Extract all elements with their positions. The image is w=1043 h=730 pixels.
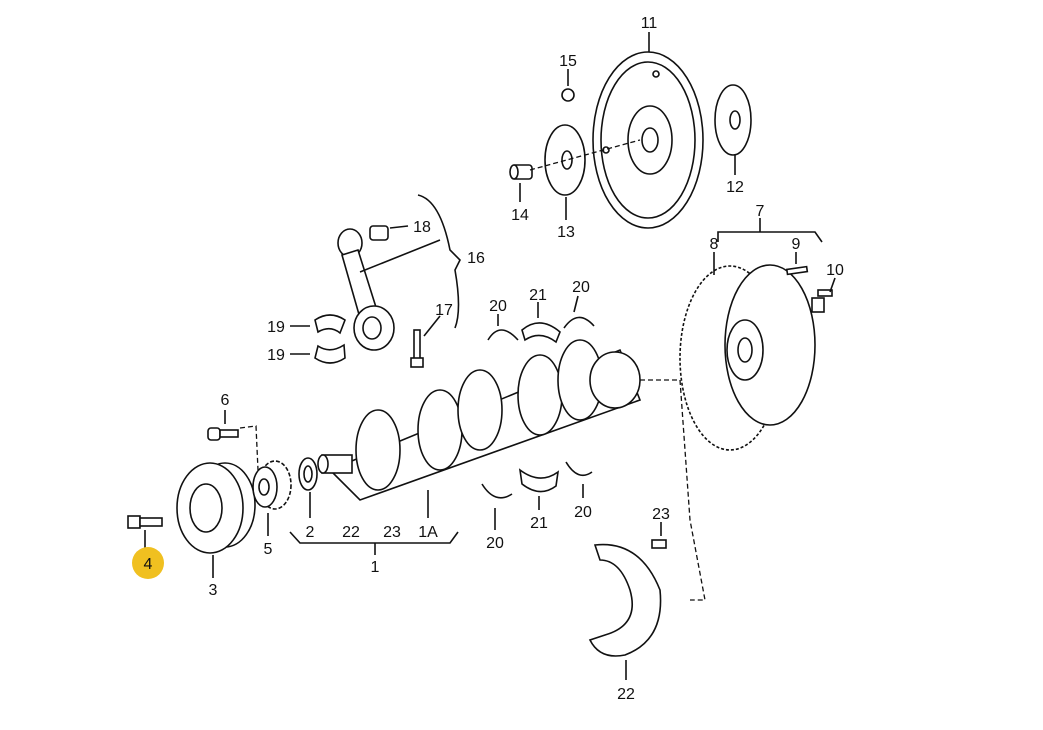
label-7[interactable]: 7 xyxy=(756,203,765,220)
label-5[interactable]: 5 xyxy=(264,541,273,558)
highlight-marker xyxy=(132,547,164,579)
crankshaft-1[interactable] xyxy=(317,339,642,501)
label-14[interactable]: 14 xyxy=(511,207,529,224)
pin-9[interactable] xyxy=(785,265,809,276)
bolt-6[interactable] xyxy=(207,427,239,441)
label-12[interactable]: 12 xyxy=(726,179,744,196)
label-8[interactable]: 8 xyxy=(710,236,719,253)
label-22[interactable]: 22 xyxy=(617,686,635,703)
label-3[interactable]: 3 xyxy=(209,582,218,599)
bolt-23[interactable] xyxy=(651,539,667,549)
thrust-washer-20c[interactable] xyxy=(565,461,593,477)
label-18[interactable]: 18 xyxy=(413,219,431,236)
label-19[interactable]: 19 xyxy=(267,347,285,364)
label-22[interactable]: 22 xyxy=(342,524,360,541)
label-19[interactable]: 19 xyxy=(267,319,285,336)
label-21[interactable]: 21 xyxy=(530,515,548,532)
label-4[interactable]: 4 xyxy=(144,556,153,573)
label-20[interactable]: 20 xyxy=(572,279,590,296)
bush-14[interactable] xyxy=(509,164,533,180)
label-2[interactable]: 2 xyxy=(306,524,315,541)
bearing-shell-19[interactable] xyxy=(314,314,346,364)
thrust-washer-20d[interactable] xyxy=(481,483,513,499)
flywheel-8[interactable] xyxy=(679,264,816,451)
nut-15[interactable] xyxy=(561,88,575,102)
drive-plate-11[interactable] xyxy=(592,51,704,229)
label-15[interactable]: 15 xyxy=(559,53,577,70)
bolt-17[interactable] xyxy=(410,329,424,368)
label-17[interactable]: 17 xyxy=(435,302,453,319)
bush-18[interactable] xyxy=(369,225,389,241)
label-23[interactable]: 23 xyxy=(383,524,401,541)
label-1[interactable]: 1 xyxy=(371,559,380,576)
bearing-shell-21[interactable] xyxy=(521,322,561,344)
label-23[interactable]: 23 xyxy=(652,506,670,523)
label-9[interactable]: 9 xyxy=(792,236,801,253)
thrust-washer-20b[interactable] xyxy=(563,316,595,329)
label-11[interactable]: 11 xyxy=(641,15,658,32)
bolt-10[interactable] xyxy=(811,289,833,313)
label-21[interactable]: 21 xyxy=(529,287,547,304)
connecting-rod-16[interactable] xyxy=(337,228,395,351)
thrust-plate-22[interactable] xyxy=(588,543,662,657)
label-6[interactable]: 6 xyxy=(221,392,230,409)
label-10[interactable]: 10 xyxy=(826,262,844,279)
sprocket-5[interactable] xyxy=(252,460,292,510)
bearing-shell-21b[interactable] xyxy=(518,468,560,493)
bolt-4[interactable] xyxy=(127,515,163,529)
label-20[interactable]: 20 xyxy=(489,298,507,315)
thrust-washer-20[interactable] xyxy=(487,329,519,341)
shim-12[interactable] xyxy=(714,84,752,156)
label-20[interactable]: 20 xyxy=(486,535,504,552)
label-16[interactable]: 16 xyxy=(467,250,485,267)
label-20[interactable]: 20 xyxy=(574,504,592,521)
key-2[interactable] xyxy=(298,457,318,491)
pulley-3[interactable] xyxy=(176,462,256,554)
label-13[interactable]: 13 xyxy=(557,224,575,241)
label-1A[interactable]: 1A xyxy=(418,524,438,541)
